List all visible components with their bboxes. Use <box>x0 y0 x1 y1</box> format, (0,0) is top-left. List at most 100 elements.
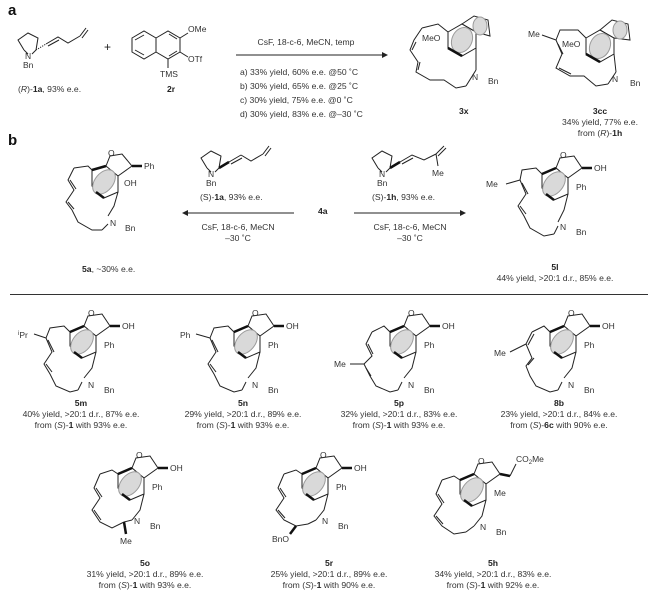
substituent-ph: Ph <box>180 330 191 340</box>
panel-label-a: a <box>8 2 17 19</box>
substituent-oh: OH <box>170 463 183 473</box>
caption-8b: 8b 23% yield, >20:1 d.r., 84% e.e. from … <box>500 398 618 430</box>
structure-product-5r: O OH Ph N Bn BnO <box>272 450 367 544</box>
atom-bn: Bn <box>125 223 136 233</box>
atom-n: N <box>208 169 214 179</box>
atom-o: O <box>478 456 485 466</box>
substituent-ipr: iPr <box>18 330 28 340</box>
caption-3cc: 3cc 34% yield, 77% e.e. from (R)-1h <box>562 106 638 138</box>
substituent-oh: OH <box>124 178 137 188</box>
caption-3x: 3x <box>459 106 469 116</box>
substituent-bno: BnO <box>272 534 289 544</box>
result-b: b) 30% yield, 65% e.e. @25 ˚C <box>240 81 359 91</box>
right-arrow-conditions: CsF, 18-c-6, MeCN <box>373 222 447 232</box>
substituent-ome: OMe <box>188 24 207 34</box>
caption-5l: 5l 44% yield, >20:1 d.r., 85% e.e. <box>496 262 614 283</box>
substituent-meo: MeO <box>562 39 581 49</box>
structure-product-5l: Me O OH Ph N Bn <box>486 150 607 237</box>
structure-reagent-s-1h: N Bn Me <box>371 145 447 188</box>
atom-bn: Bn <box>488 76 499 86</box>
atom-n: N <box>560 222 566 232</box>
atom-n: N <box>480 522 486 532</box>
substituent-otf: OTf <box>188 54 203 64</box>
atom-bn: Bn <box>424 385 435 395</box>
atom-n: N <box>612 74 618 84</box>
substituent-oh: OH <box>594 163 607 173</box>
substituent-ph: Ph <box>268 340 279 350</box>
substituent-me: Me <box>334 359 346 369</box>
substituent-oh: OH <box>602 321 615 331</box>
substituent-ph: Ph <box>144 161 155 171</box>
substituent-oh: OH <box>286 321 299 331</box>
atom-bn: Bn <box>104 385 115 395</box>
structure-product-5a: O Ph OH N Bn <box>65 148 155 233</box>
atom-n: N <box>568 380 574 390</box>
left-arrow-temp: –30 ˚C <box>225 233 251 243</box>
atom-o: O <box>320 450 327 460</box>
atom-n: N <box>25 51 31 61</box>
caption-5n: 5n 29% yield, >20:1 d.r., 89% e.e. from … <box>184 398 302 430</box>
atom-n: N <box>408 380 414 390</box>
substituent-me: Me <box>120 536 132 546</box>
arrow-a-conditions: CsF, 18-c-6, MeCN, temp <box>257 37 355 47</box>
atom-o: O <box>252 308 259 318</box>
caption-reactant-2r: 2r <box>167 84 176 94</box>
structure-reagent-s-1a: N Bn <box>200 145 272 188</box>
caption-5m: 5m 40% yield, >20:1 d.r., 87% e.e. from … <box>22 398 140 430</box>
structure-reactant-2r: OMe OTf TMS <box>131 24 207 79</box>
substituent-me: Me <box>528 29 540 39</box>
substituent-meo: MeO <box>422 33 441 43</box>
atom-n: N <box>88 380 94 390</box>
substituent-oh: OH <box>354 463 367 473</box>
result-c: c) 30% yield, 75% e.e. @0 ˚C <box>240 95 353 105</box>
atom-bn: Bn <box>377 178 388 188</box>
atom-o: O <box>136 450 143 460</box>
substituent-me: Me <box>494 348 506 358</box>
compound-4a: 4a <box>318 206 328 216</box>
substituent-ph: Ph <box>424 340 435 350</box>
caption-5o: 5o 31% yield, >20:1 d.r., 89% e.e. from … <box>86 558 204 590</box>
atom-bn: Bn <box>576 227 587 237</box>
atom-bn: Bn <box>584 385 595 395</box>
structure-product-8b: Me O OH Ph N Bn <box>494 308 615 395</box>
substituent-oh: OH <box>122 321 135 331</box>
structure-product-5o: O OH Ph N Bn Me <box>91 450 183 546</box>
caption-5h: 5h 34% yield, >20:1 d.r., 83% e.e. from … <box>434 558 552 590</box>
atom-bn: Bn <box>630 78 641 88</box>
caption-5p: 5p 32% yield, >20:1 d.r., 83% e.e. from … <box>340 398 458 430</box>
atom-bn: Bn <box>338 521 349 531</box>
atom-o: O <box>88 308 95 318</box>
result-a: a) 33% yield, 60% e.e. @50 ˚C <box>240 67 359 77</box>
section-divider <box>10 294 648 295</box>
substituent-co2me: CO2Me <box>516 454 544 466</box>
atom-n: N <box>252 380 258 390</box>
substituent-oh: OH <box>442 321 455 331</box>
atom-o: O <box>568 308 575 318</box>
substituent-ph: Ph <box>584 340 595 350</box>
atom-n: N <box>134 516 140 526</box>
atom-bn: Bn <box>268 385 279 395</box>
caption-reagent-s-1a: (S)-1a, 93% e.e. <box>200 192 263 202</box>
plus-sign: + <box>104 40 112 54</box>
atom-bn: Bn <box>206 178 217 188</box>
substituent-ph: Ph <box>336 482 347 492</box>
caption-reactant-1a: (R)-1a, 93% e.e. <box>18 84 82 94</box>
caption-5r: 5r 25% yield, >20:1 d.r., 89% e.e. from … <box>270 558 388 590</box>
atom-o: O <box>108 148 115 158</box>
atom-o: O <box>560 150 567 160</box>
result-d: d) 30% yield, 83% e.e. @–30 ˚C <box>240 109 363 119</box>
substituent-me: Me <box>494 488 506 498</box>
structure-product-5m: iPr O OH Ph N Bn <box>18 308 135 395</box>
atom-n: N <box>110 218 116 228</box>
substituent-ph: Ph <box>576 182 587 192</box>
caption-reagent-s-1h: (S)-1h, 93% e.e. <box>372 192 436 202</box>
right-arrow-temp: –30 ˚C <box>397 233 423 243</box>
atom-o: O <box>408 308 415 318</box>
atom-n: N <box>379 169 385 179</box>
atom-bn: Bn <box>23 60 34 70</box>
substituent-me: Me <box>486 179 498 189</box>
substituent-tms: TMS <box>160 69 178 79</box>
reaction-arrow-left <box>182 210 294 216</box>
atom-n: N <box>472 72 478 82</box>
reaction-arrow-a <box>236 52 388 58</box>
